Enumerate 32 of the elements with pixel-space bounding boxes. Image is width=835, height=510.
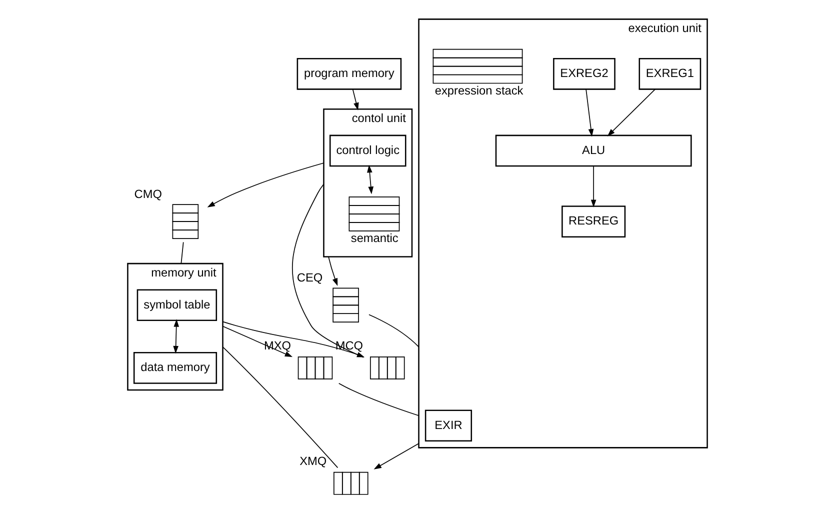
arrow	[173, 318, 180, 354]
connector	[292, 183, 364, 358]
node-box: EXREG2	[553, 58, 616, 90]
node-box: control logic	[329, 134, 406, 166]
node-label: semantic	[350, 230, 398, 245]
arrow	[222, 325, 293, 357]
node-box: program memory	[296, 58, 402, 90]
node-label: CMQ	[134, 186, 162, 200]
connector	[222, 346, 338, 468]
node-label: MCQ	[335, 338, 364, 352]
arrow	[586, 88, 594, 136]
arrow	[590, 165, 596, 207]
node-label: MXQ	[264, 338, 291, 352]
node-box: data memory	[133, 352, 218, 384]
arrow	[607, 88, 656, 136]
node-label: XMQ	[300, 453, 327, 468]
connector	[368, 314, 420, 347]
arrow	[207, 162, 324, 207]
node-box: symbol table	[136, 288, 218, 321]
arrow	[328, 256, 338, 286]
node-label: CEQ	[296, 270, 323, 284]
node-box: RESREG	[562, 205, 626, 237]
arrow	[222, 320, 365, 357]
node-box: ALU	[495, 134, 692, 166]
node-box: EXIR	[424, 409, 472, 442]
arrow	[367, 164, 374, 194]
node-label: expression stack	[434, 82, 524, 97]
node-box: EXREG1	[638, 58, 702, 90]
connector	[338, 382, 420, 416]
arrow	[352, 88, 359, 110]
arrow	[374, 442, 420, 469]
connector	[180, 241, 184, 264]
